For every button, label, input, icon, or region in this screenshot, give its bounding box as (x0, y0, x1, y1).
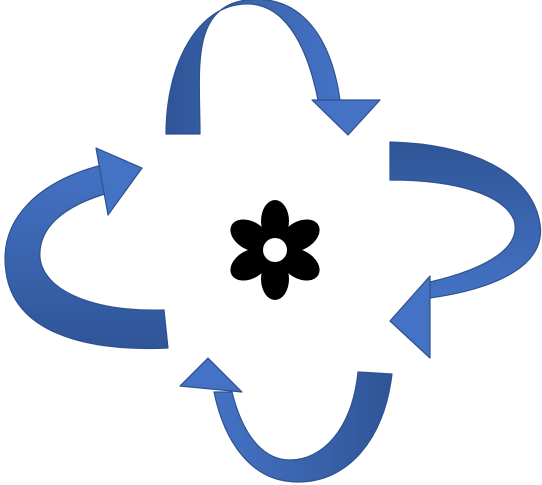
top-cycle-arrow (165, 0, 381, 136)
right-arrow-head (389, 275, 431, 359)
left-arrow-body (4, 163, 169, 350)
flower-icon (230, 200, 320, 300)
top-arrow-head (311, 99, 381, 136)
bottom-arrow-head (179, 357, 243, 393)
right-cycle-arrow (389, 141, 542, 359)
flower-center (263, 238, 287, 262)
left-arrow-head (95, 147, 143, 216)
bottom-arrow-body (213, 371, 393, 483)
left-cycle-arrow (4, 147, 169, 350)
bottom-cycle-arrow (179, 357, 393, 483)
top-arrow-body (165, 0, 341, 135)
right-arrow-body (389, 141, 542, 299)
